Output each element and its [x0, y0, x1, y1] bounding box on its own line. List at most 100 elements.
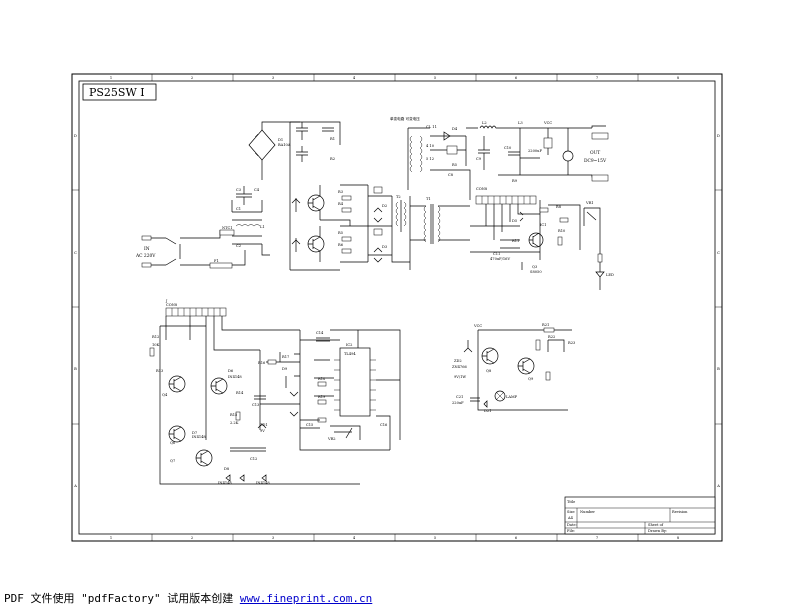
svg-text:1: 1 — [110, 76, 112, 80]
svg-text:2200uF: 2200uF — [528, 149, 542, 153]
svg-text:CON8: CON8 — [166, 303, 178, 307]
svg-text:L1: L1 — [260, 225, 265, 229]
lamp — [494, 390, 506, 402]
svg-text:IN4148: IN4148 — [228, 375, 242, 379]
svg-text:R5: R5 — [452, 163, 458, 167]
svg-text:C12: C12 — [250, 457, 257, 461]
svg-text:R10: R10 — [558, 229, 566, 233]
svg-text:D21: D21 — [484, 409, 491, 413]
svg-text:D3: D3 — [382, 245, 388, 249]
svg-text:IN4148: IN4148 — [192, 435, 206, 439]
pdf-footer: PDF 文件使用 "pdfFactory" 试用版本创建 www.finepri… — [4, 590, 372, 606]
svg-text:C13: C13 — [252, 403, 260, 407]
svg-text:IC2: IC2 — [346, 343, 352, 347]
svg-text:ZD1: ZD1 — [260, 423, 268, 427]
svg-text:C21: C21 — [456, 395, 463, 399]
input-label: IN — [144, 247, 150, 252]
svg-text:C: C — [717, 251, 720, 255]
svg-text:VR2: VR2 — [327, 437, 336, 441]
svg-text:R21: R21 — [542, 323, 549, 327]
svg-text:6: 6 — [515, 536, 518, 540]
svg-text:A: A — [716, 484, 720, 488]
svg-text:3: 3 — [272, 536, 275, 540]
svg-text:220uF: 220uF — [452, 401, 464, 405]
title-block: Title Size A4 Number Revision Date: File… — [564, 496, 716, 535]
svg-text:4: 4 — [353, 536, 356, 540]
svg-text:R3: R3 — [338, 190, 344, 194]
led-label: LED — [606, 273, 614, 277]
svg-text:LAMP: LAMP — [506, 395, 518, 399]
svg-text:C1: C1 — [236, 207, 241, 211]
title-label: Title — [567, 500, 575, 504]
svg-text:R12: R12 — [152, 335, 159, 339]
column-ticks — [72, 74, 722, 541]
svg-text:L3: L3 — [518, 121, 523, 125]
svg-text:R18: R18 — [318, 377, 326, 381]
svg-text:R4: R4 — [338, 202, 344, 206]
file-label: File: — [567, 529, 575, 533]
svg-text:D4: D4 — [452, 127, 458, 131]
svg-text:Q7: Q7 — [170, 459, 176, 463]
svg-text:4: 4 — [353, 76, 356, 80]
svg-text:5: 5 — [434, 76, 437, 80]
svg-text:C8: C8 — [448, 173, 454, 177]
svg-text:D9: D9 — [282, 367, 288, 371]
svg-text:C11: C11 — [493, 252, 500, 256]
ic2-chip — [339, 347, 371, 417]
output-terminal-neg — [591, 174, 609, 182]
svg-text:VCC: VCC — [473, 324, 482, 328]
svg-text:IC1: IC1 — [540, 223, 546, 227]
svg-text:Q3: Q3 — [532, 265, 538, 269]
input-voltage: AC 220V — [135, 254, 156, 259]
footer-link[interactable]: www.fineprint.com.cn — [239, 592, 373, 605]
svg-text:R14: R14 — [236, 391, 244, 395]
vcc-label-top: VCC — [543, 121, 552, 125]
svg-text:R23: R23 — [568, 341, 576, 345]
svg-text:C2: C2 — [236, 244, 241, 248]
svg-text:R9: R9 — [512, 179, 518, 183]
svg-text:9V: 9V — [260, 429, 265, 433]
sheet-label: Sheet of — [648, 523, 664, 527]
svg-text:R8: R8 — [556, 205, 562, 209]
svg-text:T1: T1 — [426, 197, 431, 201]
svg-text:NTC1: NTC1 — [222, 226, 233, 230]
svg-text:5: 5 — [434, 536, 437, 540]
outer-frame — [71, 73, 723, 542]
voltmeter — [562, 150, 574, 162]
svg-text:D1: D1 — [278, 138, 283, 142]
svg-text:8: 8 — [677, 536, 680, 540]
svg-text:IN4148: IN4148 — [218, 481, 232, 485]
bridge-rectifier — [248, 129, 276, 161]
svg-text:CON8: CON8 — [476, 187, 488, 191]
svg-text:R6: R6 — [338, 243, 344, 247]
svg-text:6: 6 — [515, 76, 518, 80]
size-value: A4 — [567, 516, 574, 520]
svg-text:C10: C10 — [504, 146, 512, 150]
svg-text:2: 2 — [191, 536, 193, 540]
svg-text:10K: 10K — [152, 343, 160, 347]
svg-text:C14: C14 — [316, 331, 324, 335]
svg-text:D: D — [717, 134, 720, 138]
svg-text:A: A — [73, 484, 77, 488]
svg-text:4 10: 4 10 — [426, 144, 435, 148]
output-label: OUT — [590, 151, 600, 156]
svg-text:ZN4766: ZN4766 — [452, 365, 468, 369]
output-section: C10 L3 VCC OUT DC9~15V 2200uF R9 — [498, 121, 609, 183]
footer-text: PDF 文件使用 "pdfFactory" 试用版本创建 — [4, 592, 240, 605]
svg-text:9V/1W: 9V/1W — [454, 375, 466, 379]
svg-text:IN4148: IN4148 — [256, 481, 270, 485]
svg-text:ZD2: ZD2 — [454, 359, 462, 363]
ic2-section: IC2 TL494 C14 R18 R19 C15 VR2 C16 — [289, 329, 401, 451]
svg-text:B: B — [717, 367, 720, 371]
svg-text:C4: C4 — [254, 188, 260, 192]
svg-text:2: 2 — [191, 76, 193, 80]
svg-text:BA10A: BA10A — [278, 143, 291, 147]
svg-text:R19: R19 — [318, 395, 326, 399]
svg-text:J: J — [165, 299, 168, 303]
svg-text:R1: R1 — [330, 137, 335, 141]
svg-text:C9: C9 — [476, 157, 482, 161]
svg-text:R16: R16 — [258, 361, 266, 365]
svg-text:R2: R2 — [330, 157, 335, 161]
